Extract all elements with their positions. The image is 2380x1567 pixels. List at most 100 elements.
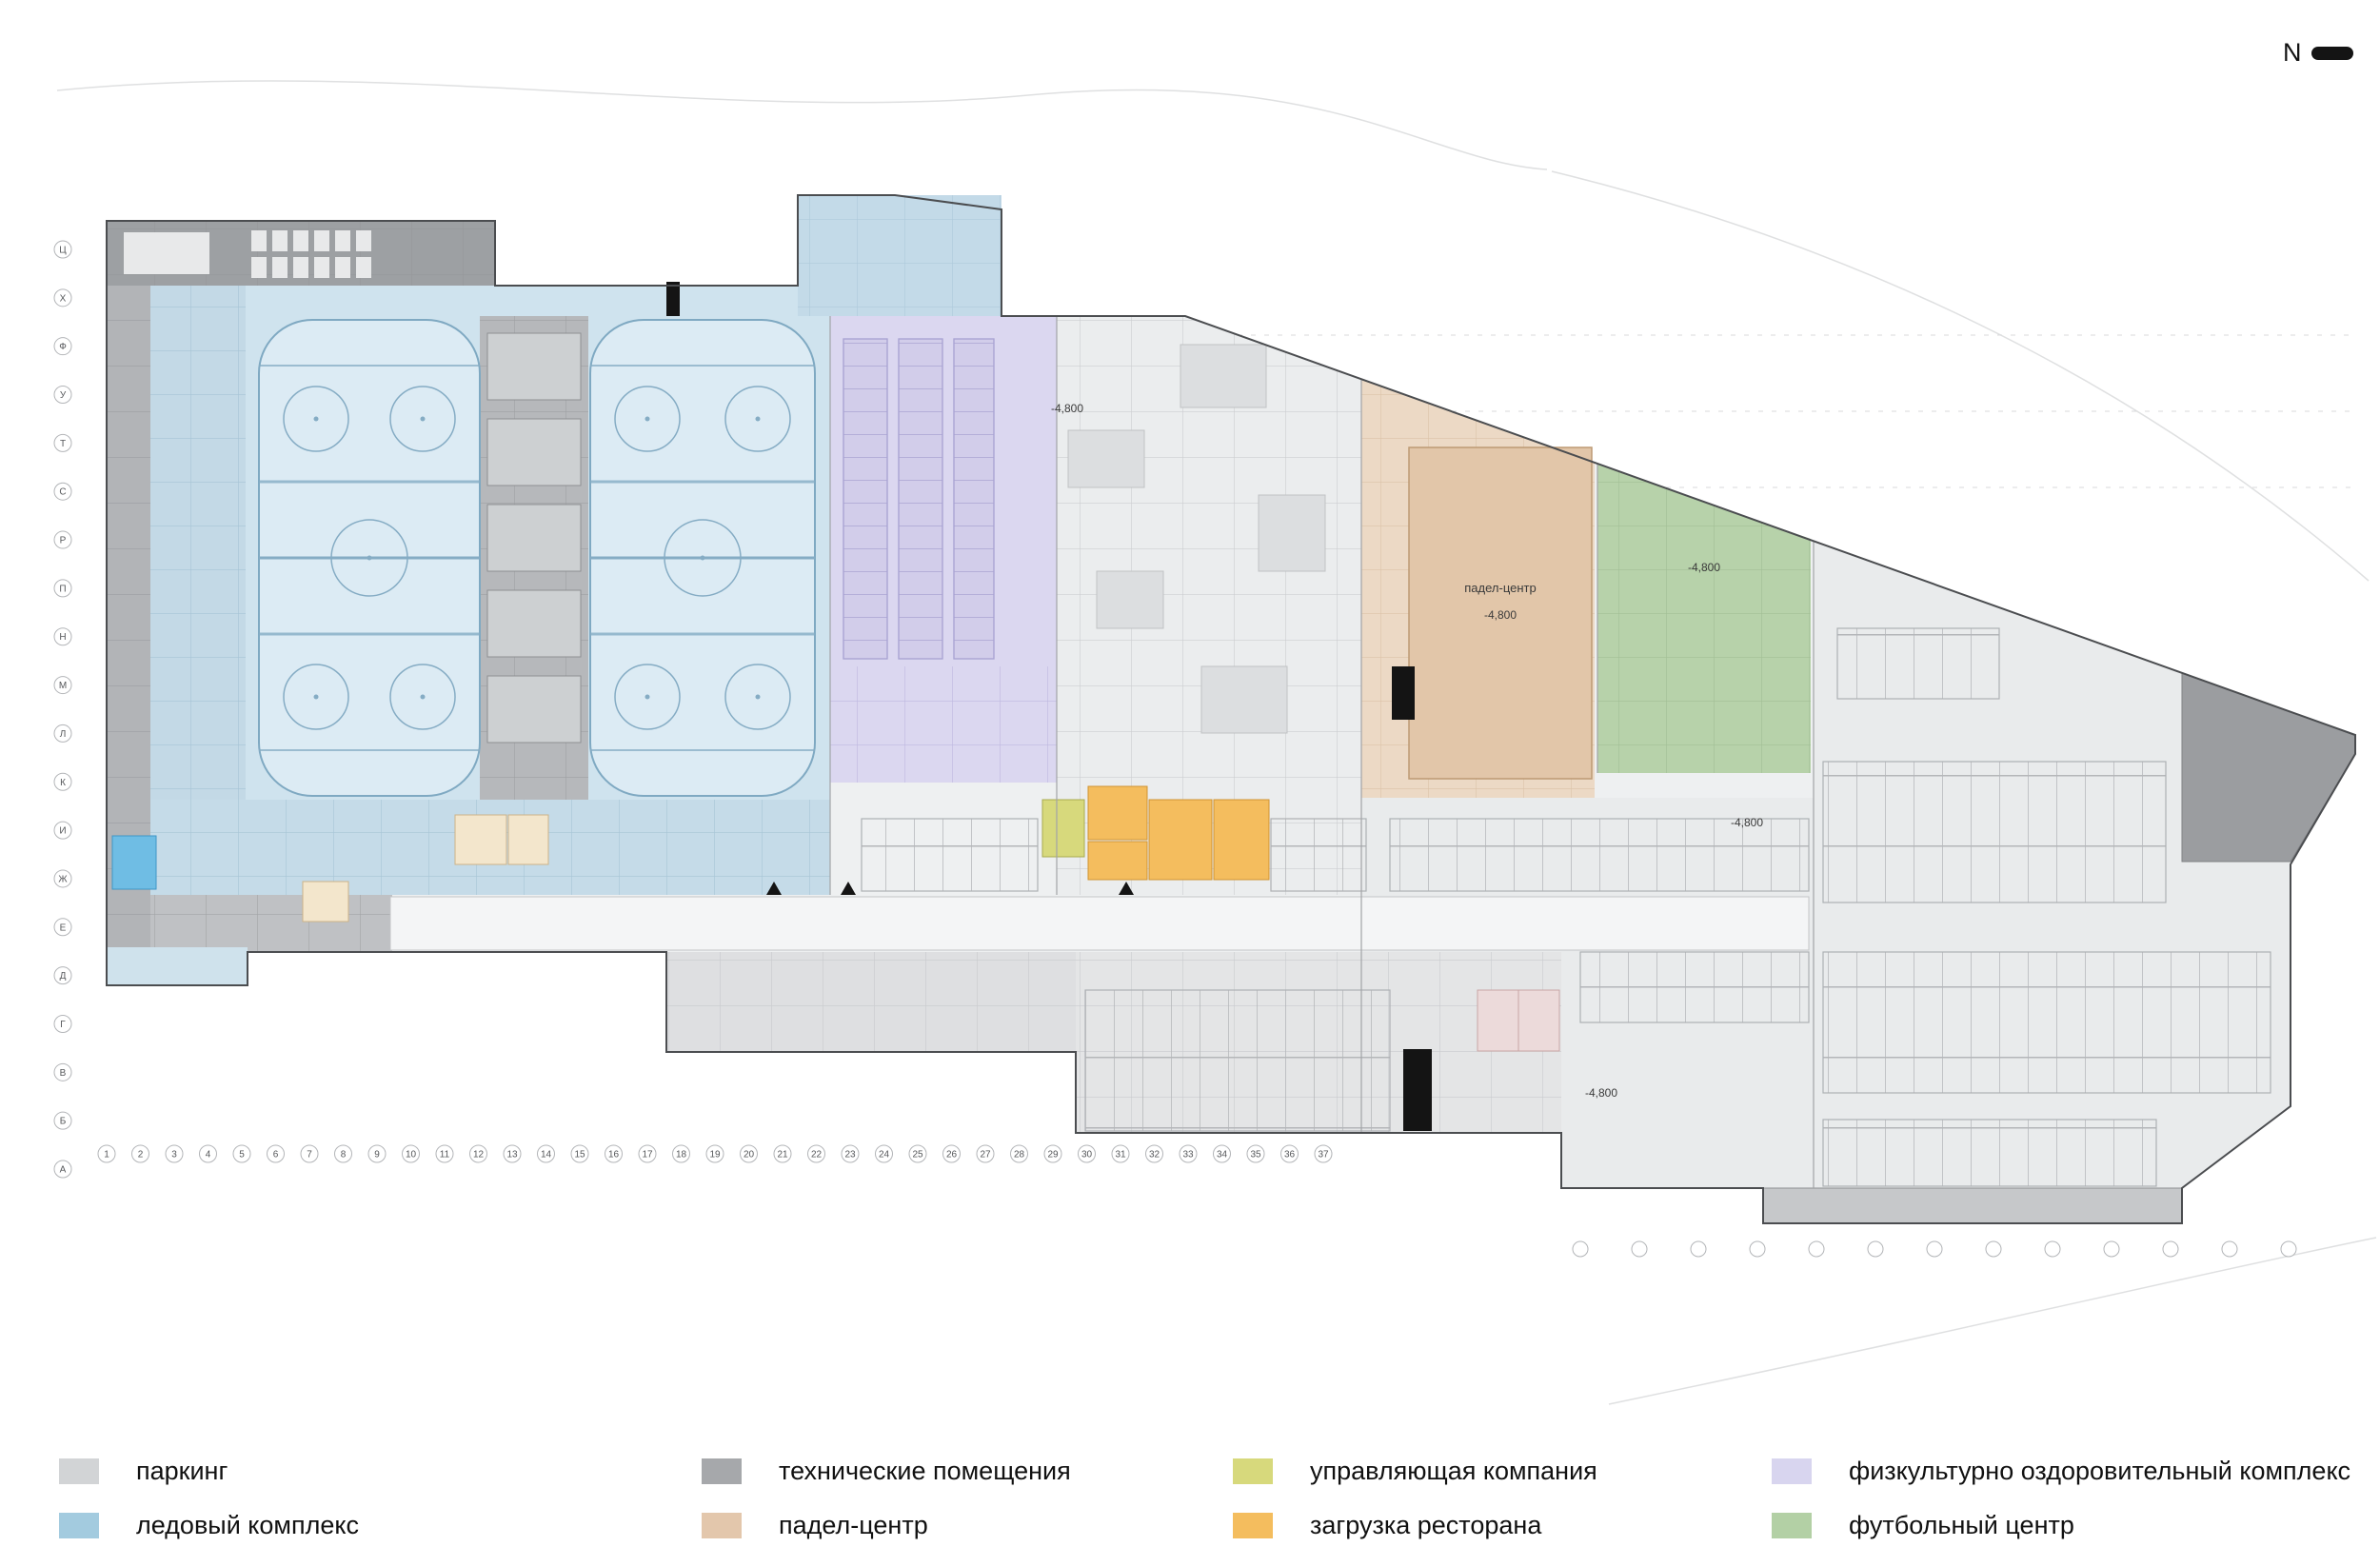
- axis-label: 31: [1115, 1150, 1126, 1160]
- axis-label: 11: [440, 1150, 450, 1160]
- axis-label: 12: [473, 1150, 485, 1160]
- plan-elevation-label: -4,800: [1731, 816, 1763, 829]
- axis-marker: [841, 1144, 860, 1163]
- legend-item: ледовый комплекс: [59, 1511, 702, 1540]
- dim-marker: [2103, 1240, 2120, 1258]
- axis-marker: [53, 869, 72, 888]
- axis-marker: [53, 482, 72, 501]
- axis-label: Х: [60, 293, 67, 304]
- grid-extension-lines: [1238, 334, 2351, 488]
- axis-label: 15: [574, 1150, 585, 1160]
- north-arrow-icon: [2311, 46, 2353, 60]
- zone-fitness-complex: [830, 316, 1217, 783]
- axis-marker: [53, 337, 72, 356]
- axis-marker: [672, 1144, 690, 1163]
- ice-rink-2: [589, 319, 816, 797]
- zone-technical-wedge: [2181, 672, 2356, 863]
- axis-label: Н: [59, 632, 66, 643]
- axis-label: Р: [60, 536, 67, 546]
- legend-label: технические помещения: [779, 1457, 1071, 1485]
- axis-marker: [53, 676, 72, 695]
- axis-marker: [1246, 1144, 1265, 1163]
- zone-central-rooms: [1057, 316, 1361, 895]
- plan-labels: падел-центр-4,800-4,800-4,800-4,800-4,80…: [1051, 402, 1763, 1100]
- axis-label: 6: [273, 1150, 279, 1160]
- axis-marker: [367, 1144, 387, 1163]
- axis-label: 35: [1250, 1150, 1261, 1160]
- axis-marker: [53, 386, 72, 405]
- dim-marker: [1985, 1240, 2002, 1258]
- axis-marker: [469, 1144, 487, 1163]
- axis-marker: [638, 1144, 657, 1163]
- axis-marker: [131, 1144, 149, 1163]
- axis-marker: [53, 433, 72, 452]
- legend-swatch: [1233, 1513, 1273, 1538]
- legend-item: падел-центр: [702, 1511, 1233, 1540]
- parking-stalls: [861, 627, 2271, 1187]
- axis-marker: [773, 1144, 792, 1163]
- axis-marker: [53, 288, 72, 307]
- axis-marker: [537, 1144, 555, 1163]
- axis-label: Ц: [59, 246, 67, 256]
- axis-label: С: [59, 487, 66, 498]
- axis-label: Т: [60, 439, 66, 449]
- plan-elevation-label: -4,800: [1484, 608, 1517, 622]
- axis-marker: [53, 918, 72, 937]
- axis-marker: [53, 1062, 72, 1081]
- axis-label: 32: [1149, 1150, 1160, 1160]
- axis-label: 25: [912, 1150, 923, 1160]
- axis-marker: [740, 1144, 758, 1163]
- axis-label: К: [60, 778, 66, 788]
- axis-label: 23: [844, 1150, 856, 1160]
- axis-label: 28: [1014, 1150, 1025, 1160]
- axis-marker: [53, 530, 72, 549]
- axis-label: 20: [744, 1150, 755, 1160]
- axis-label: Ф: [59, 342, 67, 352]
- axis-label: 16: [608, 1150, 620, 1160]
- legend-swatch: [1233, 1458, 1273, 1484]
- axis-label: 19: [709, 1150, 721, 1160]
- axis-label: 14: [541, 1150, 552, 1160]
- dim-marker: [2280, 1240, 2297, 1258]
- axis-label: 34: [1217, 1150, 1228, 1160]
- axis-label: 18: [676, 1150, 687, 1160]
- axis-label: Г: [60, 1020, 66, 1030]
- legend-swatch: [702, 1458, 742, 1484]
- legend-item: управляющая компания: [1233, 1457, 1772, 1486]
- axis-marker: [1078, 1144, 1096, 1163]
- plan-elevation-label: падел-центр: [1464, 581, 1536, 595]
- axis-marker: [1145, 1144, 1163, 1163]
- zone-technical-bottom-bar: [1762, 1187, 2183, 1224]
- dim-marker: [1572, 1240, 1589, 1258]
- axis-label: 37: [1318, 1150, 1329, 1160]
- axis-label: 17: [642, 1150, 653, 1160]
- axis-label: 2: [138, 1150, 144, 1160]
- axis-label: 21: [777, 1150, 788, 1160]
- legend-label: физкультурно оздоровительный комплекс: [1849, 1457, 2351, 1485]
- axis-marker: [976, 1144, 995, 1163]
- axis-marker: [1179, 1144, 1198, 1163]
- axis-label: И: [59, 826, 66, 837]
- axis-label: А: [60, 1165, 67, 1176]
- legend-swatch: [702, 1513, 742, 1538]
- axis-marker: [53, 579, 72, 598]
- plan-elevation-label: -4,800: [1585, 1086, 1617, 1100]
- dim-marker: [2044, 1240, 2061, 1258]
- axis-label: 26: [946, 1150, 958, 1160]
- legend-item: паркинг: [59, 1457, 702, 1486]
- axis-marker: [232, 1144, 251, 1163]
- axis-label: 24: [879, 1150, 890, 1160]
- axis-marker: [402, 1144, 420, 1163]
- legend-swatch: [59, 1458, 99, 1484]
- zone-technical-rooms: [107, 221, 495, 985]
- axis-marker: [1010, 1144, 1028, 1163]
- axis-marker: [605, 1144, 623, 1163]
- axis-marker: [53, 1111, 72, 1130]
- ice-rink-1: [258, 319, 481, 797]
- axis-marker: [53, 1160, 72, 1179]
- legend-item: физкультурно оздоровительный комплекс: [1772, 1457, 2350, 1486]
- legend-label: загрузка ресторана: [1310, 1511, 1542, 1539]
- dim-marker: [1690, 1240, 1707, 1258]
